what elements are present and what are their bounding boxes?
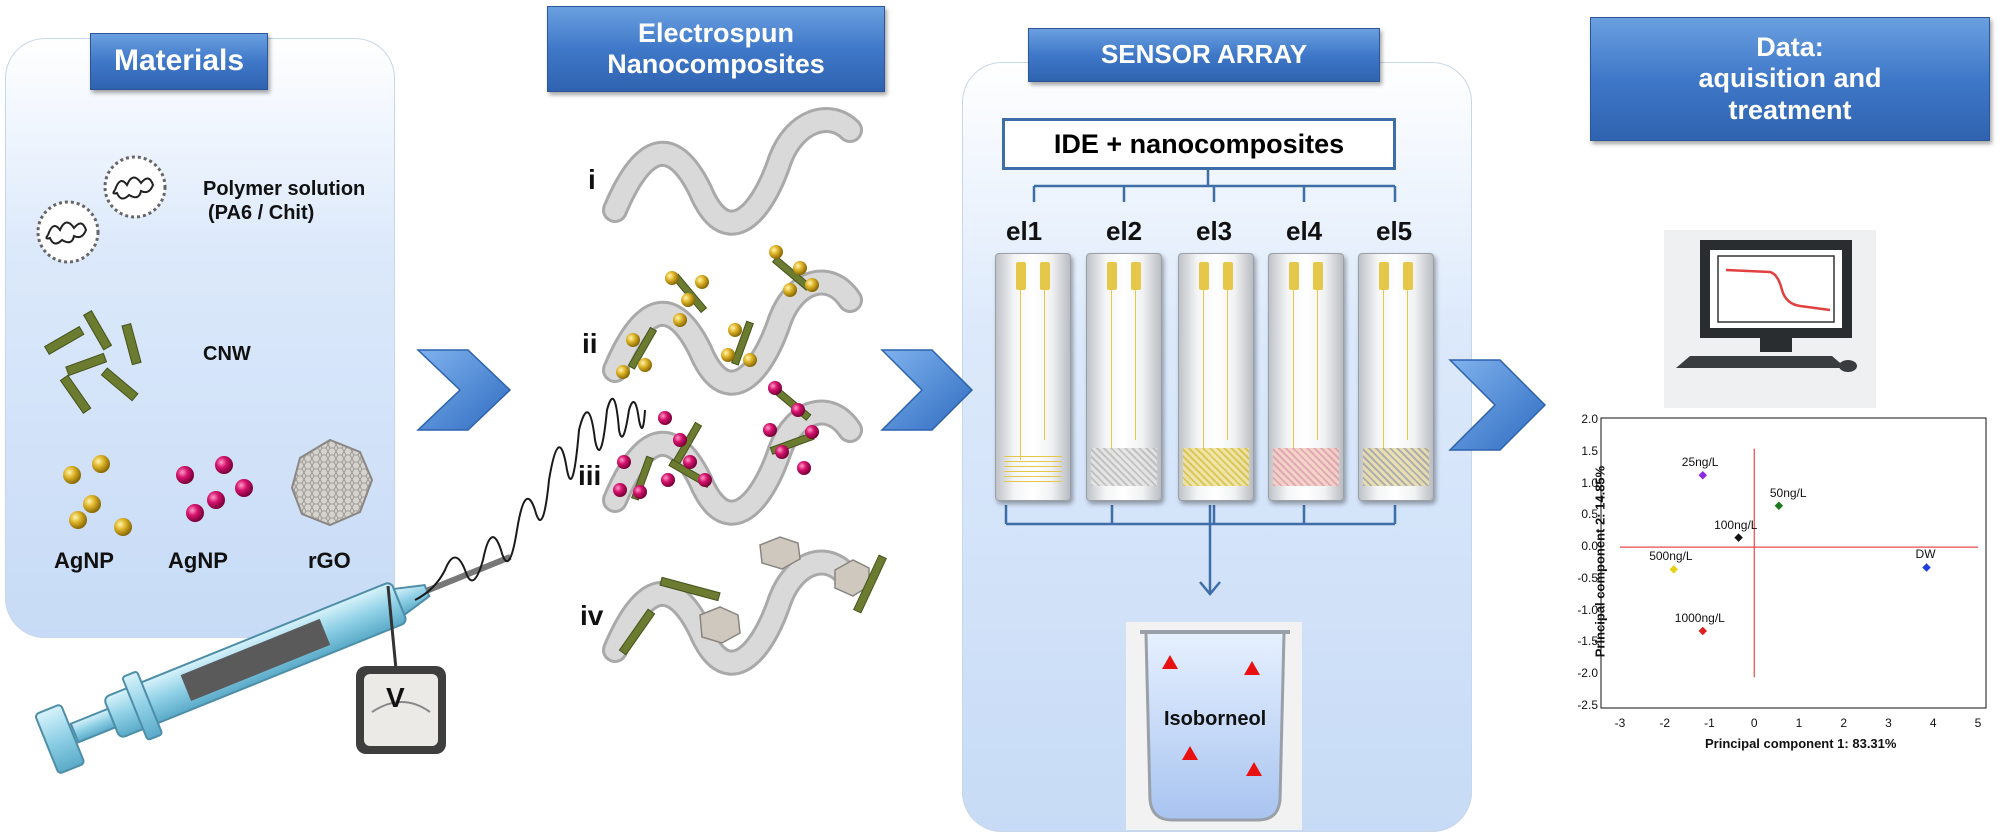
rgo-label: rGO bbox=[308, 548, 351, 573]
pca-ylabel: Principal component 2: 14.85% bbox=[1592, 465, 1608, 658]
fiber-label-iii: iii bbox=[578, 460, 602, 491]
electrospun-title-line1: Electrospun bbox=[637, 17, 795, 48]
voltmeter-label: V bbox=[386, 682, 405, 713]
pca-xtick-label: 5 bbox=[1974, 716, 1982, 730]
syringe-icon bbox=[34, 397, 646, 774]
pca-point bbox=[1698, 471, 1708, 480]
voltmeter-icon bbox=[356, 666, 446, 754]
pca-chart bbox=[1596, 417, 1990, 709]
polymer-coil-icon bbox=[36, 155, 167, 264]
electrode-el4 bbox=[1268, 253, 1344, 501]
pca-ytick-label: -0.5 bbox=[1577, 570, 1598, 585]
rgo-sheet-icon bbox=[290, 438, 374, 527]
electrode-el2 bbox=[1086, 253, 1162, 501]
pca-point bbox=[1698, 626, 1708, 636]
pca-point bbox=[1669, 565, 1678, 574]
electrode-label-el5: el5 bbox=[1376, 216, 1413, 246]
fiber-ii-icon bbox=[602, 245, 863, 396]
electrode-label-el1: el1 bbox=[1006, 216, 1043, 246]
pca-xtick-label: 0 bbox=[1750, 716, 1758, 730]
beaker-label: Isoborneol bbox=[1164, 708, 1267, 730]
ide-label-box: IDE + nanocomposites bbox=[1002, 118, 1396, 170]
pca-point-label: 50ng/L bbox=[1769, 485, 1807, 500]
pca-xtick-label: 1 bbox=[1795, 716, 1803, 730]
isoborneol-molecule-icons bbox=[1162, 655, 1262, 776]
pca-xtick-label: 2 bbox=[1840, 716, 1848, 730]
pca-point-label: 500ng/L bbox=[1649, 549, 1693, 564]
electrospun-title: Electrospun Nanocomposites bbox=[547, 6, 885, 92]
pca-xtick-label: -1 bbox=[1704, 716, 1715, 730]
electrode-el5 bbox=[1358, 253, 1434, 501]
fiber-i-icon bbox=[602, 107, 863, 236]
pca-point-label: 100ng/L bbox=[1714, 517, 1758, 532]
electrode-label-el3: el3 bbox=[1196, 216, 1233, 246]
cnw-label: CNW bbox=[203, 343, 251, 365]
pca-xtick-label: -2 bbox=[1659, 716, 1671, 730]
fiber-label-i: i bbox=[588, 164, 596, 195]
data-title-line2: aquisition and bbox=[1698, 63, 1882, 94]
agnp-label-1: AgNP bbox=[54, 548, 114, 573]
ide-label: IDE + nanocomposites bbox=[1053, 128, 1345, 159]
pca-ytick-label: 1.0 bbox=[1581, 475, 1598, 490]
pca-ytick-label: -1.5 bbox=[1577, 634, 1598, 649]
chevron-arrow-icon-1 bbox=[416, 349, 512, 431]
pca-ytick-label: -2.0 bbox=[1577, 666, 1598, 681]
agnp-gold-icon bbox=[63, 455, 132, 536]
polymer-label-line1: Polymer solution bbox=[203, 178, 366, 200]
computer-icon bbox=[1664, 230, 1876, 408]
ide-bracket-lines bbox=[1004, 166, 1397, 596]
sensor-array-title-text: SENSOR ARRAY bbox=[1100, 39, 1308, 70]
sensor-array-title: SENSOR ARRAY bbox=[1028, 28, 1380, 82]
pca-ytick-label: -1.0 bbox=[1577, 602, 1598, 617]
pca-xtick-label: 4 bbox=[1929, 716, 1937, 730]
pca-point-label: 25ng/L bbox=[1681, 455, 1719, 470]
pca-xtick-label: -3 bbox=[1614, 716, 1626, 730]
fiber-iii-icon bbox=[602, 381, 863, 526]
fiber-iv-icon bbox=[602, 536, 887, 676]
pca-ytick-label: -2.5 bbox=[1577, 698, 1598, 712]
electrode-label-el2: el2 bbox=[1106, 216, 1143, 246]
chevron-arrow-icon-3 bbox=[1448, 359, 1547, 451]
fiber-label-ii: ii bbox=[582, 328, 598, 359]
agnp-pink-icon bbox=[176, 456, 253, 522]
pca-point-label: DW bbox=[1915, 547, 1936, 562]
fiber-label-iv: iv bbox=[580, 600, 604, 631]
electrode-label-el4: el4 bbox=[1286, 216, 1323, 246]
cnw-rods-icon bbox=[43, 309, 142, 414]
polymer-label: Polymer solution (PA6 / Chit) bbox=[203, 177, 365, 225]
pca-xtick-label: 3 bbox=[1885, 716, 1892, 730]
materials-title-text: Materials bbox=[113, 44, 245, 78]
pca-ytick-label: 0.5 bbox=[1581, 507, 1598, 522]
pca-points bbox=[1669, 471, 1931, 636]
data-title: Data: aquisition and treatment bbox=[1590, 17, 1990, 141]
materials-title: Materials bbox=[90, 33, 268, 90]
electrospun-title-line2: Nanocomposites bbox=[607, 49, 825, 79]
pca-point bbox=[1774, 501, 1784, 511]
data-title-line3: treatment bbox=[1728, 94, 1852, 125]
polymer-label-line2: (PA6 / Chit) bbox=[208, 202, 315, 224]
electrode-el3 bbox=[1178, 253, 1254, 501]
chevron-arrow-icon-2 bbox=[880, 349, 974, 431]
data-title-line1: Data: bbox=[1756, 32, 1824, 63]
pca-point-label: 1000ng/L bbox=[1674, 611, 1725, 625]
pca-xlabel: Principal component 1: 83.31% bbox=[1705, 736, 1897, 751]
electrode-el1 bbox=[995, 253, 1071, 501]
pca-ytick-label: 2.0 bbox=[1581, 412, 1598, 426]
pca-point bbox=[1922, 563, 1931, 572]
pca-point bbox=[1734, 533, 1743, 542]
agnp-label-2: AgNP bbox=[168, 548, 228, 573]
pca-ytick-label: 0.0 bbox=[1581, 539, 1598, 554]
pca-ytick-label: 1.5 bbox=[1581, 443, 1598, 458]
